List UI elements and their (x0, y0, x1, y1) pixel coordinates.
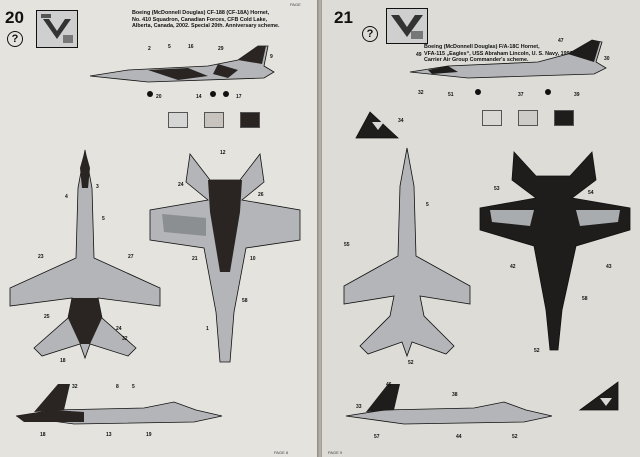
svg-text:54: 54 (588, 190, 594, 196)
svg-text:52: 52 (512, 434, 518, 440)
paint-swatch (168, 112, 188, 128)
svg-text:33: 33 (356, 404, 362, 410)
page-label: PAGE 9 (328, 450, 343, 455)
svg-text:55: 55 (344, 242, 350, 248)
decal-sheet-thumbnail (386, 8, 428, 44)
svg-text:58: 58 (582, 296, 588, 302)
svg-text:26: 26 (258, 192, 264, 198)
svg-text:46: 46 (386, 382, 392, 388)
side-view-aircraft: 47 49 30 32 51 37 39 (409, 38, 610, 98)
svg-text:18: 18 (40, 432, 46, 438)
svg-text:3: 3 (96, 184, 99, 190)
svg-text:4: 4 (65, 194, 68, 200)
svg-text:25: 25 (44, 314, 50, 320)
question-mark-icon: ? (7, 31, 23, 47)
paint-swatch (482, 110, 502, 126)
svg-text:9: 9 (270, 54, 273, 60)
paint-swatch (240, 112, 260, 128)
svg-text:44: 44 (456, 434, 462, 440)
decal-thumbnail-icon (391, 15, 423, 39)
side-view-aircraft-lower: 46 33 38 57 44 52 (345, 382, 553, 440)
svg-text:19: 19 (146, 432, 152, 438)
svg-text:27: 27 (128, 254, 134, 260)
svg-text:21: 21 (192, 256, 198, 262)
svg-text:5: 5 (102, 216, 105, 222)
svg-text:20: 20 (156, 94, 162, 100)
description-line: No. 410 Squadron, Canadian Forces, CFB C… (132, 16, 268, 23)
description-line: Boeing (McDonnell Douglas) F/A-18C Horne… (424, 44, 540, 50)
svg-text:10: 10 (250, 256, 256, 262)
svg-text:57: 57 (374, 434, 380, 440)
svg-text:38: 38 (452, 392, 458, 398)
tail-fin-detail: 34 (355, 111, 404, 139)
svg-text:24: 24 (116, 326, 122, 332)
side-view-aircraft-lower: 32 8 5 18 13 19 (15, 384, 223, 438)
svg-text:17: 17 (236, 94, 242, 100)
bottom-view-aircraft: 12 24 26 21 10 1 58 (149, 150, 301, 363)
svg-text:51: 51 (448, 92, 454, 98)
svg-text:18: 18 (60, 358, 66, 364)
svg-text:8: 8 (116, 384, 119, 390)
paint-swatch (554, 110, 574, 126)
decal-thumbnail-icon (41, 14, 73, 43)
scheme-description: Boeing (McDonnell Douglas) F/A-18C Horne… (424, 44, 624, 64)
svg-text:5: 5 (168, 44, 171, 50)
svg-text:39: 39 (574, 92, 580, 98)
side-view-aircraft: 2 5 16 29 20 14 17 9 (89, 44, 275, 100)
bottom-view-aircraft: 53 54 42 43 58 52 (479, 151, 631, 354)
svg-text:37: 37 (518, 92, 524, 98)
svg-text:34: 34 (398, 118, 404, 124)
instruction-page-left: PAGE 20 ? Boeing (McDonnell Douglas) CF-… (0, 0, 318, 457)
description-line: Boeing (McDonnell Douglas) CF-188 (CF-18… (132, 10, 270, 16)
step-number: 20 (5, 8, 24, 27)
svg-text:5: 5 (426, 202, 429, 208)
decal-sheet-thumbnail (36, 10, 78, 48)
page-fold (317, 0, 323, 457)
step-number: 21 (334, 8, 353, 27)
svg-text:13: 13 (106, 432, 112, 438)
svg-text:30: 30 (604, 56, 610, 62)
page-corner-mark: PAGE (290, 2, 301, 7)
svg-text:16: 16 (188, 44, 194, 50)
tail-fin-detail (578, 381, 619, 411)
svg-text:12: 12 (220, 150, 226, 156)
svg-text:32: 32 (418, 90, 424, 96)
svg-text:32: 32 (72, 384, 78, 390)
svg-text:43: 43 (606, 264, 612, 270)
paint-swatch (204, 112, 224, 128)
svg-text:24: 24 (178, 182, 184, 188)
svg-text:49: 49 (416, 52, 422, 58)
svg-text:1: 1 (206, 326, 209, 332)
question-mark-icon: ? (362, 26, 378, 42)
paint-swatch (518, 110, 538, 126)
svg-text:47: 47 (558, 38, 564, 44)
svg-text:53: 53 (494, 186, 500, 192)
svg-text:52: 52 (534, 348, 540, 354)
description-line: Carrier Air Group Commander's scheme. (424, 57, 529, 64)
svg-text:58: 58 (242, 298, 248, 304)
svg-text:42: 42 (510, 264, 516, 270)
svg-text:52: 52 (408, 360, 414, 366)
svg-text:2: 2 (148, 46, 151, 52)
description-line: VFA-115 „Eagles“, USS Abraham Lincoln, U… (424, 50, 575, 57)
svg-text:14: 14 (196, 94, 202, 100)
instruction-page-right: 21 ? Boeing (McDonnell Douglas) F/A-18C … (322, 0, 640, 457)
description-line: Alberta, Canada, 2002. Special 20th. Ann… (132, 23, 280, 30)
scheme-description: Boeing (McDonnell Douglas) CF-188 (CF-18… (132, 10, 312, 30)
page-label: PAGE 8 (274, 450, 289, 455)
svg-text:29: 29 (218, 46, 224, 52)
svg-text:32: 32 (122, 336, 128, 342)
svg-text:5: 5 (132, 384, 135, 390)
svg-text:23: 23 (38, 254, 44, 260)
